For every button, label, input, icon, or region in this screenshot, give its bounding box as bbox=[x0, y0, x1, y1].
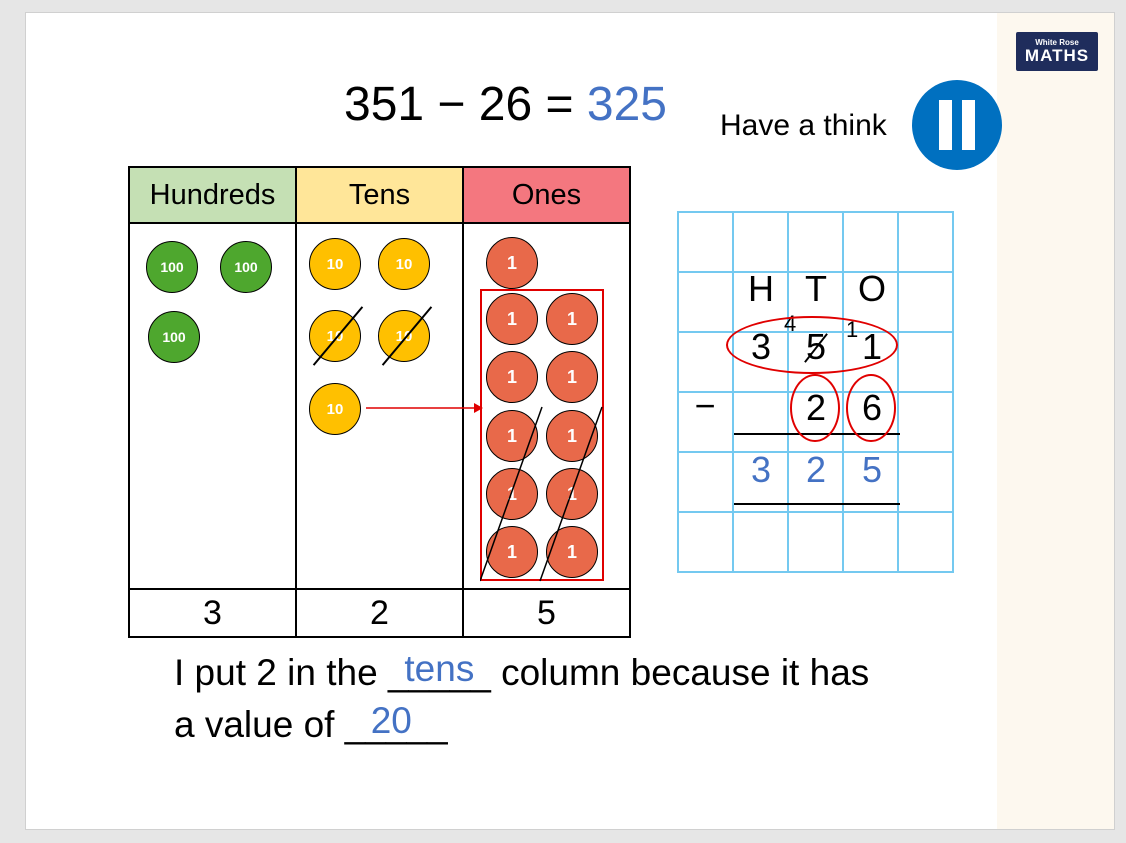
one-counter-crossed: 1 bbox=[546, 526, 598, 578]
tens-digit-ellipse bbox=[790, 374, 840, 442]
one-counter-crossed: 1 bbox=[486, 468, 538, 520]
one-counter-crossed: 1 bbox=[546, 468, 598, 520]
heading-hundreds: H bbox=[748, 268, 774, 309]
total-ones: 5 bbox=[462, 588, 631, 638]
place-value-chart: Hundreds Tens Ones 3 2 5 bbox=[128, 166, 631, 638]
exchange-arrow bbox=[366, 403, 483, 413]
sentence-line1: I put 2 in the _____tens column because … bbox=[174, 647, 869, 699]
column-method-grid bbox=[677, 211, 954, 573]
one-counter: 1 bbox=[486, 293, 538, 345]
equation-expression: 351 − 26 = bbox=[344, 78, 574, 131]
answer-hundreds-digit: 3 bbox=[750, 449, 772, 490]
answer-tens-digit: 2 bbox=[805, 449, 827, 490]
one-counter: 1 bbox=[486, 351, 538, 403]
ones-cross-out-lines bbox=[480, 406, 603, 582]
equation-answer: 325 bbox=[586, 78, 667, 131]
blank-answer: tens bbox=[404, 648, 475, 689]
heading-tens: T bbox=[805, 268, 827, 309]
hundred-counter: 100 bbox=[220, 241, 272, 293]
blank-underline: _____ bbox=[344, 704, 448, 745]
ones-digit-ellipse bbox=[846, 374, 896, 442]
heading-ones: O bbox=[857, 268, 886, 309]
blank-underline: _____ bbox=[387, 652, 491, 693]
blank-answer: 20 bbox=[370, 700, 412, 741]
sentence-line2: a value of _____20 bbox=[174, 699, 869, 751]
sentence-text: a value of bbox=[174, 704, 345, 745]
answer-blank: _____20 bbox=[345, 699, 448, 751]
ten-counter: 10 bbox=[309, 238, 361, 290]
explanation-sentence: I put 2 in the _____tens column because … bbox=[174, 647, 869, 751]
one-counter: 1 bbox=[546, 351, 598, 403]
equation: 351 − 26 = 325 bbox=[344, 77, 667, 133]
header-hundreds: Hundreds bbox=[128, 166, 297, 224]
header-ones: Ones bbox=[462, 166, 631, 224]
exchanged-ones-box bbox=[480, 289, 604, 581]
sentence-text: I put 2 in the bbox=[174, 652, 388, 693]
answer-ones-digit: 5 bbox=[861, 449, 883, 490]
sentence-text: column because it has bbox=[490, 652, 870, 693]
hundred-counter: 100 bbox=[146, 241, 198, 293]
answer-line-bottom bbox=[734, 503, 900, 505]
pause-icon[interactable] bbox=[912, 80, 1002, 170]
total-tens: 2 bbox=[295, 588, 464, 638]
one-counter: 1 bbox=[486, 237, 538, 289]
have-a-think-label: Have a think bbox=[720, 109, 887, 142]
one-counter: 1 bbox=[546, 293, 598, 345]
logo-line1: White Rose bbox=[1035, 38, 1079, 47]
minus-sign: − bbox=[694, 385, 716, 426]
top-number-ellipse bbox=[726, 316, 898, 374]
slide: White Rose MATHS 351 − 26 = 325 Have a t… bbox=[25, 12, 1115, 830]
ten-counter-exchanged: 10 bbox=[309, 383, 361, 435]
side-strip bbox=[997, 13, 1114, 829]
ten-counter: 10 bbox=[378, 238, 430, 290]
white-rose-maths-logo: White Rose MATHS bbox=[1016, 32, 1098, 71]
hundred-counter: 100 bbox=[148, 311, 200, 363]
header-tens: Tens bbox=[295, 166, 464, 224]
logo-line2: MATHS bbox=[1024, 46, 1090, 65]
answer-blank: _____tens bbox=[388, 647, 491, 699]
one-counter-crossed: 1 bbox=[486, 526, 538, 578]
one-counter-crossed: 1 bbox=[486, 410, 538, 462]
total-hundreds: 3 bbox=[128, 588, 297, 638]
one-counter-crossed: 1 bbox=[546, 410, 598, 462]
